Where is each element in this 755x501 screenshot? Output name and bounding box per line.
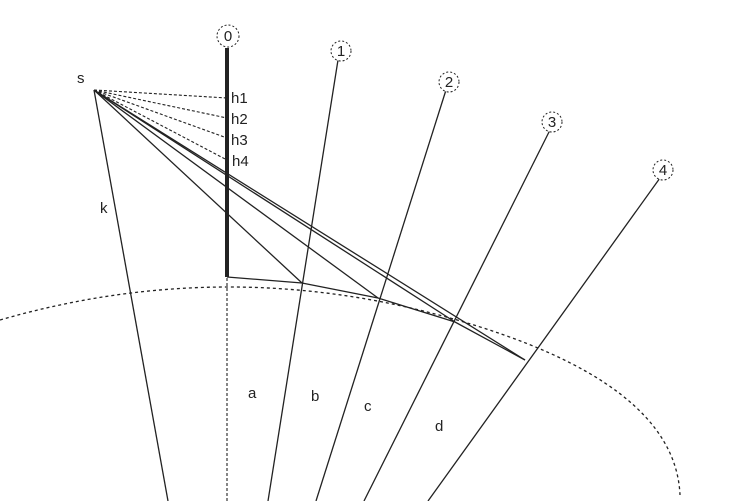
sightline-foot-2 [93, 89, 379, 299]
segment-label-d: d [435, 418, 443, 435]
height-line-h2 [93, 89, 228, 119]
segment-label-b: b [311, 388, 319, 405]
tower-3 [363, 129, 551, 501]
sightline-foot-4 [93, 89, 526, 361]
height-line-h3 [93, 89, 228, 139]
segment-label-c: c [364, 398, 372, 415]
sightline-k-label: k [100, 200, 108, 217]
tower-2 [315, 89, 447, 501]
svg-text:1: 1 [337, 43, 345, 60]
sightline-foot-1 [93, 89, 303, 284]
height-line-h4 [93, 89, 228, 161]
ground-chords [226, 276, 526, 361]
tower-label-1: 1 [330, 40, 352, 62]
tower-label-3: 3 [541, 111, 563, 133]
height-label-h3: h3 [231, 132, 248, 149]
tower-label-0: 0 [216, 24, 240, 48]
tower-4 [427, 177, 661, 501]
earth-surface-arc [0, 286, 681, 496]
height-label-h1: h1 [231, 90, 248, 107]
sightline-k [93, 89, 169, 501]
svg-text:3: 3 [548, 114, 556, 131]
tower-label-2: 2 [438, 71, 460, 93]
svg-text:2: 2 [445, 74, 453, 91]
segment-label-a: a [248, 385, 257, 402]
height-line-h1 [93, 89, 228, 99]
svg-text:0: 0 [224, 28, 232, 45]
svg-text:4: 4 [659, 162, 667, 179]
height-label-h4: h4 [232, 153, 249, 170]
observer-label: s [77, 70, 85, 87]
sightline-foot-3 [93, 89, 456, 323]
tower-1 [267, 59, 339, 501]
height-label-h2: h2 [231, 111, 248, 128]
tower-label-4: 4 [652, 159, 674, 181]
